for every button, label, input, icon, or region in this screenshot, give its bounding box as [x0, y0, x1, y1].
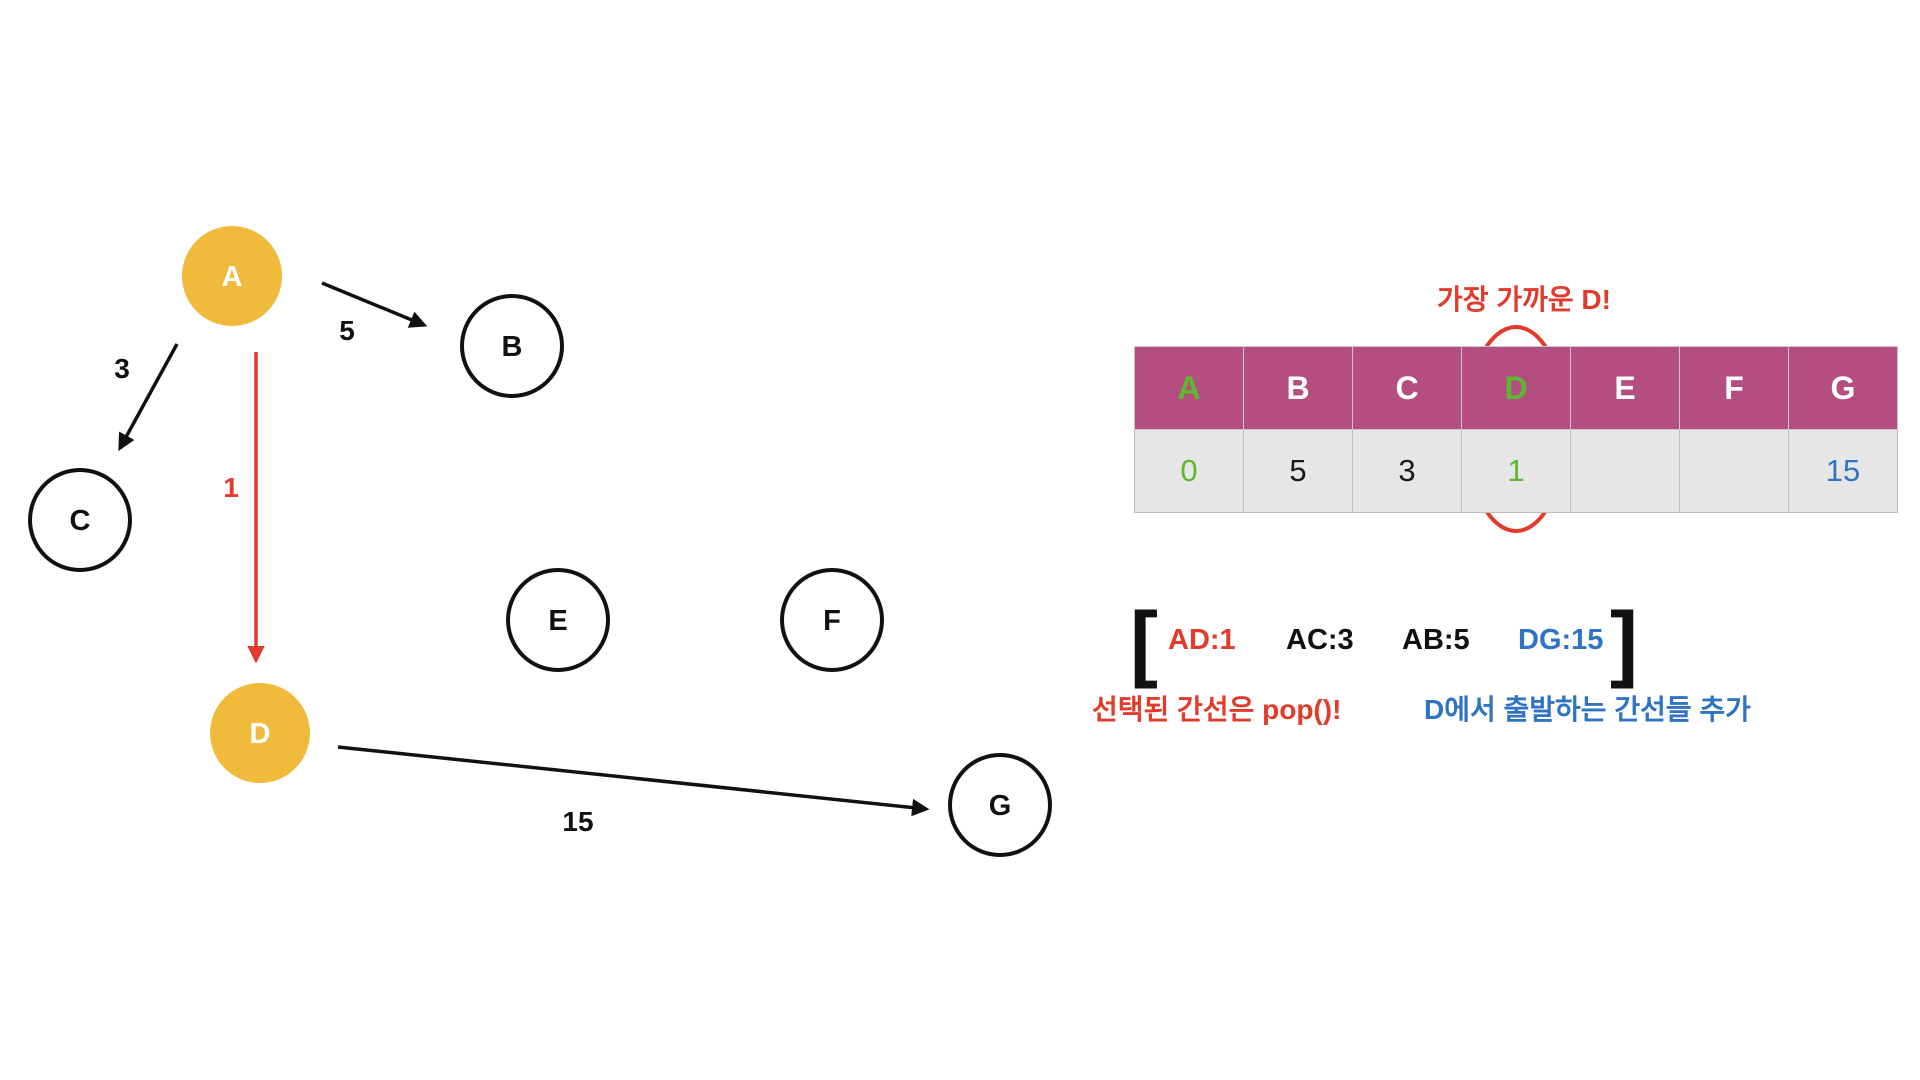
table-header-g: G	[1788, 346, 1898, 430]
table-value-d: 1	[1461, 429, 1571, 513]
table-header-c: C	[1352, 346, 1462, 430]
node-e-label: E	[548, 605, 567, 637]
table-header-d: D	[1461, 346, 1571, 430]
table-value-e	[1570, 429, 1680, 513]
node-a-label: A	[222, 261, 243, 293]
node-g-label: G	[989, 790, 1012, 822]
node-f	[780, 568, 884, 672]
node-e	[506, 568, 610, 672]
table-value-c: 3	[1352, 429, 1462, 513]
edge-d-g-arrow	[337, 745, 930, 817]
table-header-e: E	[1570, 346, 1680, 430]
edge-a-b-arrow	[321, 281, 428, 328]
table-value-g: 15	[1788, 429, 1898, 513]
node-d-label: D	[250, 718, 271, 750]
queue-close-bracket: ]	[1610, 595, 1638, 689]
node-b	[460, 294, 564, 398]
node-a	[182, 226, 282, 326]
edge-a-d-weight: 1	[223, 472, 239, 503]
queue-item-dg: DG:15	[1518, 624, 1604, 656]
edge-a-c-arrow	[118, 343, 179, 452]
queue-item-ad: AD:1	[1168, 624, 1236, 656]
queue-open-bracket: [	[1130, 595, 1158, 689]
node-b-label: B	[502, 331, 523, 363]
queue-item-ab: AB:5	[1402, 624, 1470, 656]
node-c-label: C	[70, 505, 91, 537]
table-value-f	[1679, 429, 1789, 513]
node-f-label: F	[823, 605, 841, 637]
node-c	[28, 468, 132, 572]
table-value-a: 0	[1134, 429, 1244, 513]
node-d	[210, 683, 310, 783]
queue-item-ac: AC:3	[1286, 624, 1354, 656]
popped-edge-note: 선택된 간선은 pop()!	[1092, 694, 1342, 725]
table-value-b: 5	[1243, 429, 1353, 513]
node-g	[948, 753, 1052, 857]
added-edges-note: D에서 출발하는 간선들 추가	[1424, 694, 1751, 725]
table-header-a: A	[1134, 346, 1244, 430]
table-header-f: F	[1679, 346, 1789, 430]
edge-a-c-weight: 3	[114, 353, 130, 384]
edge-d-g-weight: 15	[562, 806, 593, 837]
table-header-b: B	[1243, 346, 1353, 430]
closest-node-caption: 가장 가까운 D!	[1437, 284, 1611, 315]
edge-a-b-weight: 5	[339, 315, 355, 346]
